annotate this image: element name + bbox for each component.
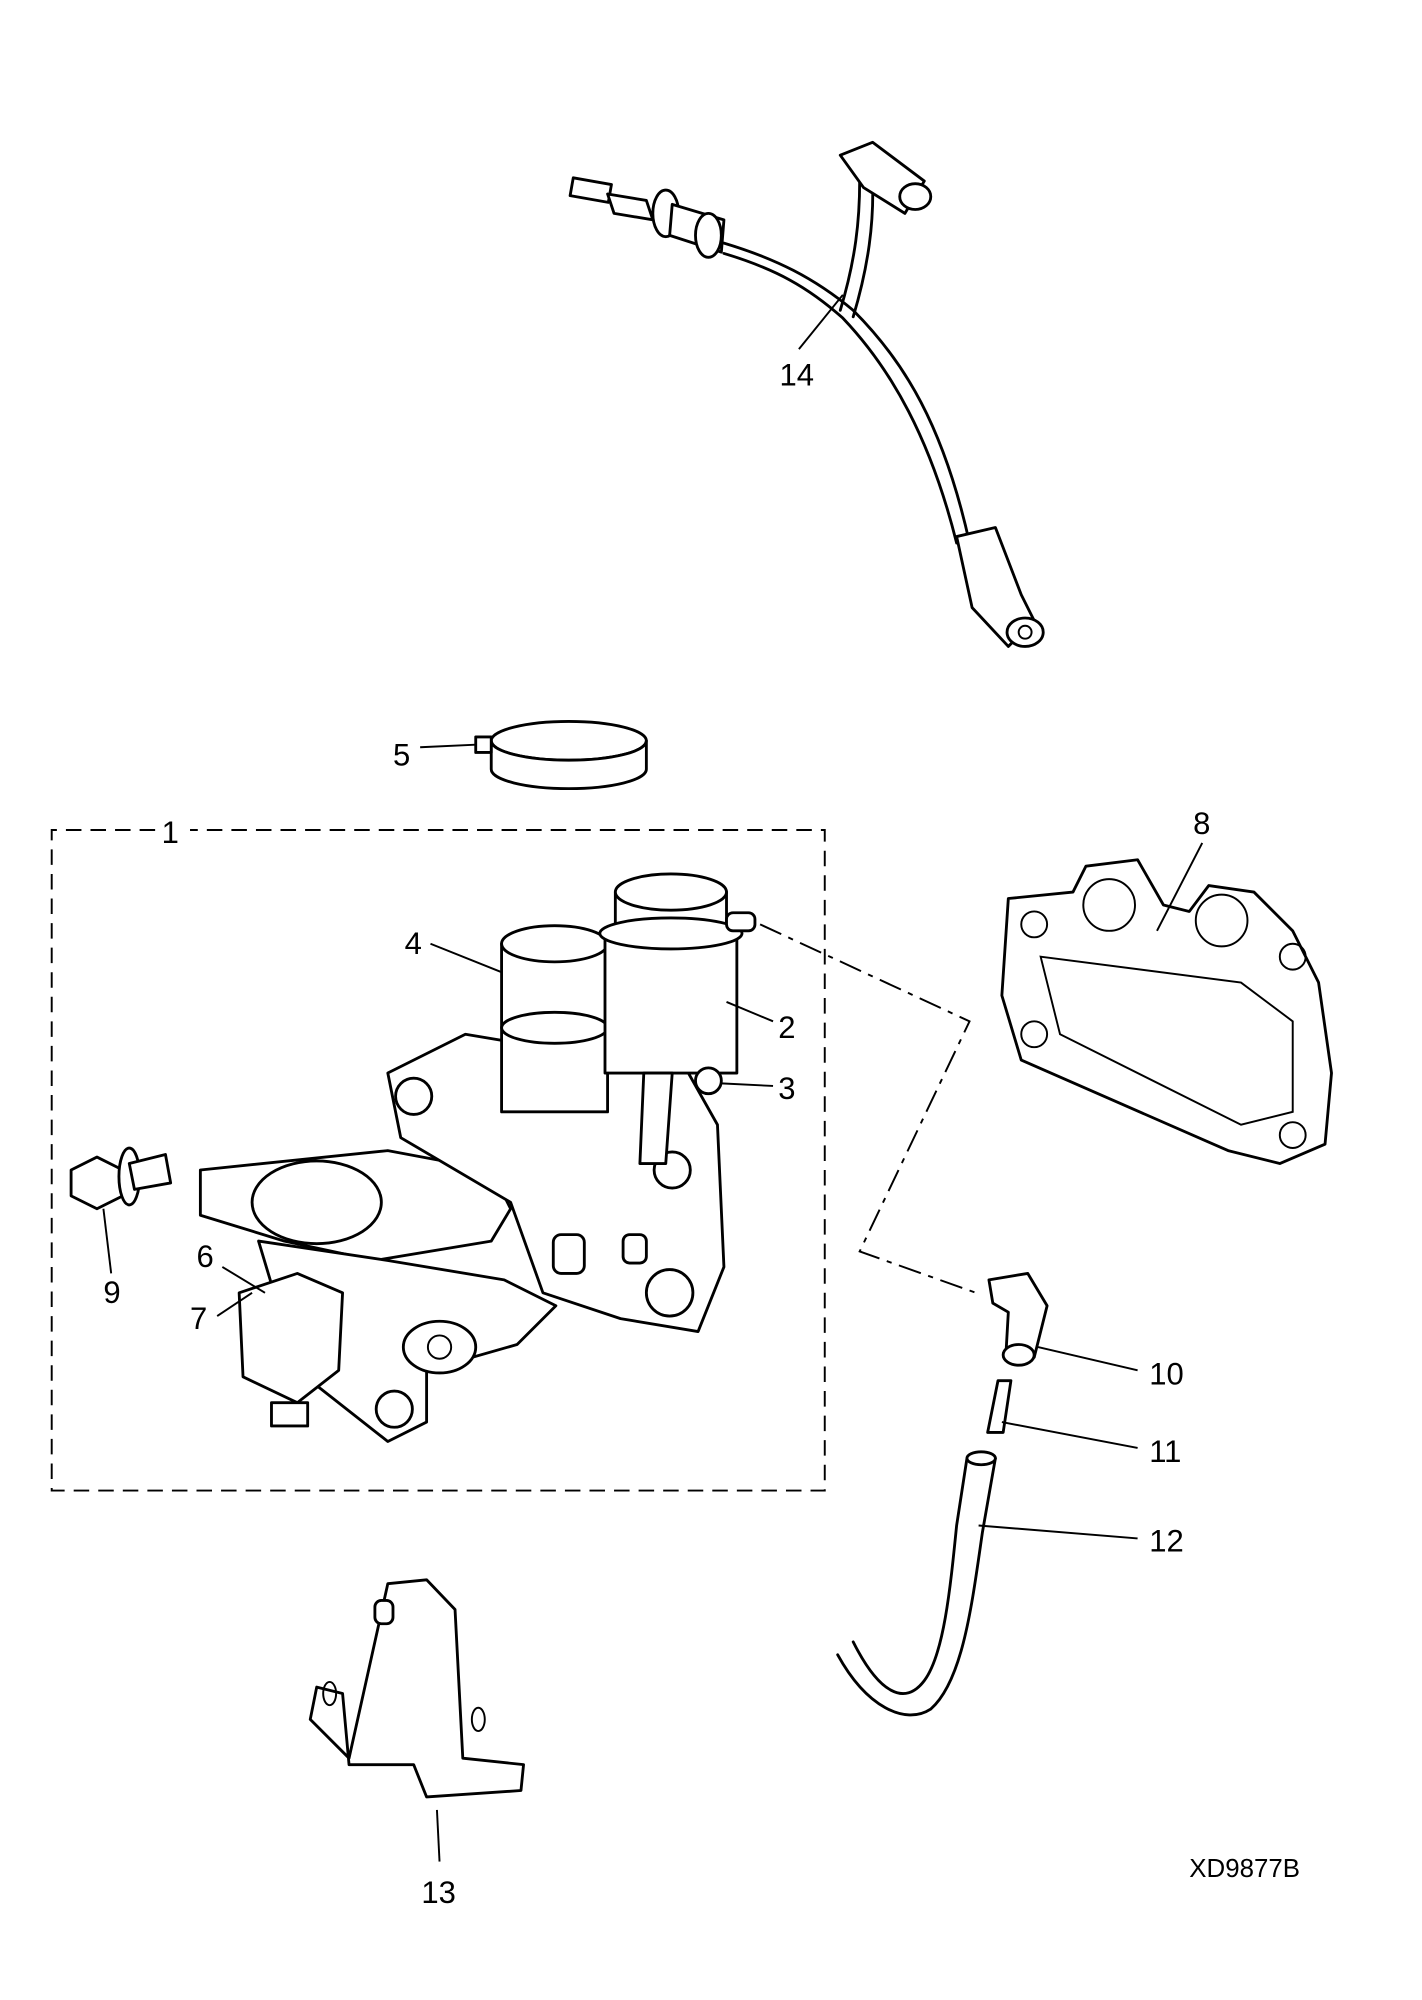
gasket-part [1000,842,1333,1165]
callout-2: 2 [778,1010,795,1045]
callout-10: 10 [1149,1357,1184,1392]
callout-12: 12 [1149,1523,1184,1558]
hose-clamp-part [420,719,648,791]
bracket-part [308,1578,525,1862]
wiring-harness-part [568,140,1045,648]
callout-11: 11 [1149,1434,1181,1469]
bolt-part [69,1146,173,1274]
assembly-boundary [50,829,826,1492]
leader-3 [721,1082,774,1087]
callout-8: 8 [1193,806,1210,841]
elbow-part [987,1271,1138,1372]
callout-1: 1 [162,815,179,850]
callout-4: 4 [405,926,422,961]
routing-line [759,923,977,1294]
leader-6 [221,1266,266,1294]
callout-14: 14 [780,357,815,392]
connector-part [986,1379,1138,1449]
diagram-reference-code: XD9877B [1189,1855,1300,1883]
callout-13: 13 [421,1875,456,1910]
callout-7: 7 [190,1301,207,1336]
callout-9: 9 [103,1275,120,1310]
callout-6: 6 [196,1239,213,1274]
leader-7 [216,1291,253,1317]
leader-2 [726,1001,774,1023]
leader-4 [430,942,502,974]
callout-3: 3 [778,1071,795,1106]
hose-part [836,1450,1138,1717]
callout-5: 5 [393,737,410,772]
throttle-body-part [198,872,757,1443]
